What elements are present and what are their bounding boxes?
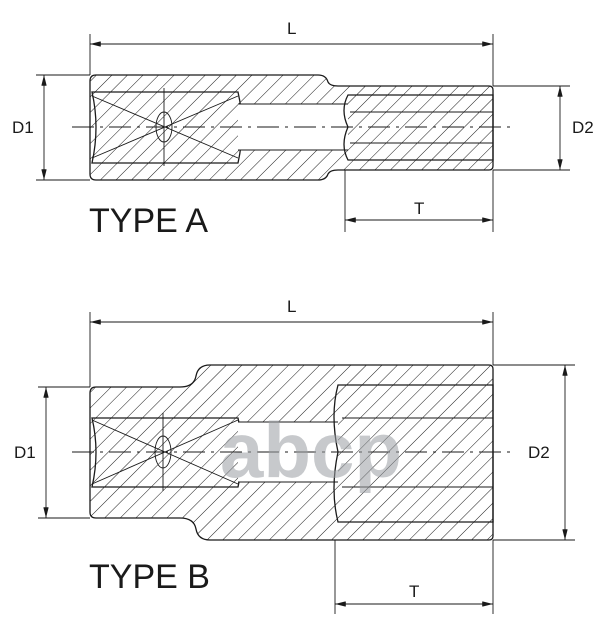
type-b-t-label: T — [409, 582, 419, 601]
type-b-d2-label: D2 — [528, 443, 550, 462]
type-a-title: TYPE A — [89, 202, 208, 240]
type-b-hex-bore — [333, 384, 494, 523]
type-b-d1-label: D1 — [14, 443, 36, 462]
type-a-diagram: L D1 D2 T TYPE A — [12, 19, 594, 240]
type-a-length-label: L — [287, 19, 296, 38]
type-b-title: TYPE B — [89, 558, 210, 596]
type-b-diagram: abcp L D1 D2 T TYPE B — [14, 297, 575, 614]
abcp-watermark: abcp — [220, 406, 402, 494]
type-a-d1-label: D1 — [12, 118, 34, 137]
type-b-length-label: L — [287, 297, 296, 316]
type-a-t-label: T — [414, 199, 424, 218]
type-a-hex-bore — [343, 94, 494, 161]
type-a-d2-label: D2 — [572, 118, 594, 137]
type-a-bore-channel — [238, 104, 348, 150]
